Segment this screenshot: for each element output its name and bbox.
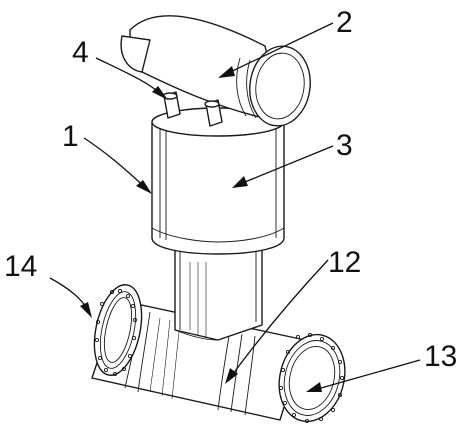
stem bbox=[174, 244, 263, 341]
label-13: 13 bbox=[424, 340, 457, 373]
top-cylinder bbox=[120, 15, 311, 127]
labels: 2 4 1 3 12 13 14 bbox=[4, 6, 457, 373]
cylinder-body bbox=[151, 107, 285, 255]
label-12: 12 bbox=[328, 246, 361, 279]
label-3: 3 bbox=[336, 129, 353, 162]
label-14: 14 bbox=[4, 250, 37, 283]
leader-lines bbox=[49, 22, 421, 392]
label-2: 2 bbox=[336, 6, 353, 39]
left-flange bbox=[93, 284, 143, 377]
label-1: 1 bbox=[62, 120, 79, 153]
connectors bbox=[162, 91, 223, 127]
label-4: 4 bbox=[72, 36, 89, 69]
right-flange bbox=[278, 332, 346, 424]
